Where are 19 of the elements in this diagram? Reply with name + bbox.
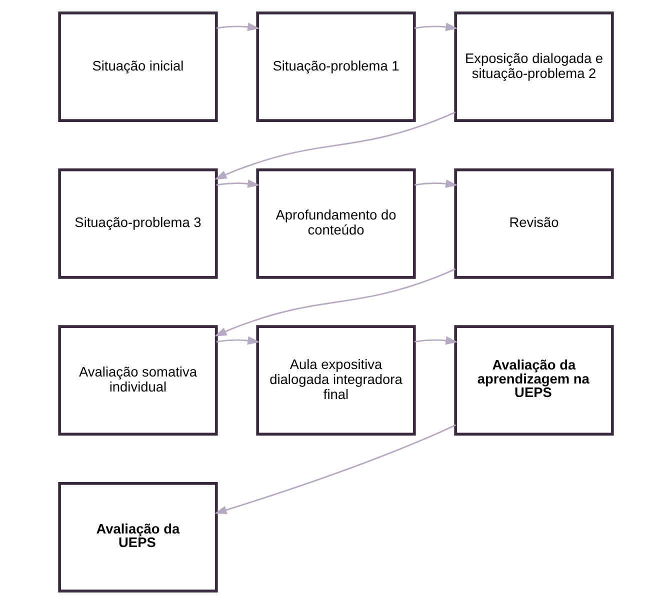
arrow bbox=[414, 336, 458, 345]
node-box: Situação inicial bbox=[58, 12, 218, 122]
node-box: Aprofundamento do conteúdo bbox=[256, 168, 416, 279]
arrow bbox=[414, 179, 458, 188]
arrow bbox=[216, 22, 260, 32]
node-box: Avaliação da UEPS bbox=[58, 482, 218, 592]
node-box: Situação-problema 1 bbox=[256, 12, 416, 122]
node-box: Exposição dialogada e situação-problema 2 bbox=[454, 12, 614, 122]
node-box: Avaliação da aprendizagem na UEPS bbox=[454, 325, 614, 436]
arrow bbox=[214, 424, 456, 514]
node-box: Aula expositiva dialogada integradora final bbox=[256, 325, 416, 436]
arrow bbox=[216, 179, 260, 188]
arrow bbox=[216, 336, 260, 345]
arrow bbox=[214, 268, 456, 336]
node-box: Situação-problema 3 bbox=[58, 168, 218, 279]
arrow bbox=[414, 22, 458, 32]
node-box: Revisão bbox=[454, 168, 614, 279]
arrow bbox=[214, 112, 456, 180]
node-box: Avaliação somativa individual bbox=[58, 325, 218, 436]
